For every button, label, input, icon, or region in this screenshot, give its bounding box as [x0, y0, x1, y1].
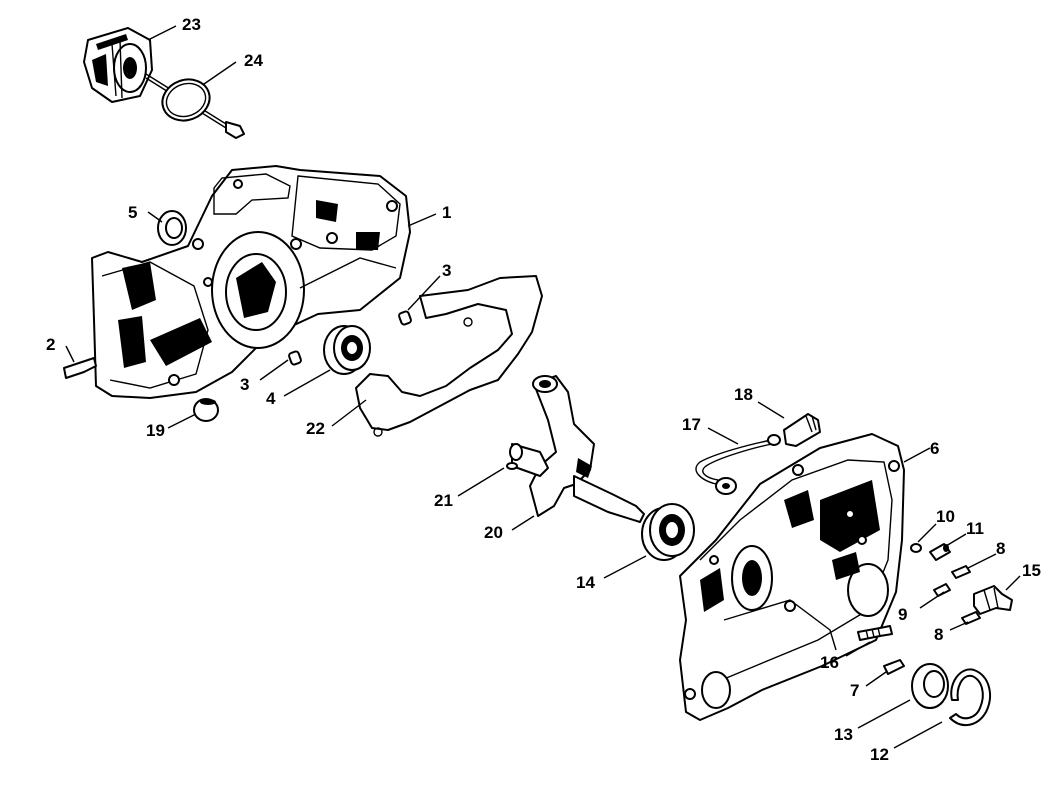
part-22-gasket[interactable] — [355, 275, 543, 437]
callout-16: 16 — [820, 653, 839, 672]
part-11-sleeve[interactable] — [929, 543, 951, 561]
part-21-pin[interactable] — [506, 462, 518, 470]
part-15-threaded-plug[interactable] — [973, 585, 1013, 615]
callout-9: 9 — [898, 605, 907, 624]
callout-10: 10 — [936, 507, 955, 526]
callout-12: 12 — [870, 745, 889, 764]
callout-8-lower: 8 — [934, 625, 943, 644]
part-16-screw[interactable] — [857, 625, 893, 641]
callout-18: 18 — [734, 385, 753, 404]
callout-17: 17 — [682, 415, 701, 434]
callout-23: 23 — [182, 15, 201, 34]
part-18-fitting[interactable] — [783, 413, 821, 447]
part-3-sleeve-upper[interactable] — [398, 310, 412, 326]
part-4-ball-bearing[interactable] — [323, 325, 371, 375]
part-1-crankcase-left[interactable] — [91, 165, 411, 399]
part-10-plug[interactable] — [910, 543, 922, 553]
callout-7: 7 — [850, 681, 859, 700]
part-17-oil-hose[interactable] — [695, 434, 781, 495]
callout-14: 14 — [576, 573, 595, 592]
part-13-oil-seal[interactable] — [911, 663, 949, 709]
callout-3-upper: 3 — [442, 261, 451, 280]
callout-20: 20 — [484, 523, 503, 542]
callout-13: 13 — [834, 725, 853, 744]
part-8-stud-lower[interactable] — [961, 611, 981, 625]
part-6-crankcase-right[interactable] — [679, 433, 905, 721]
callout-11: 11 — [966, 519, 984, 538]
callouts: 23 24 5 1 3 2 3 4 19 22 18 17 6 21 20 10… — [46, 15, 1041, 764]
callout-4: 4 — [266, 389, 276, 408]
part-7-stud[interactable] — [883, 659, 905, 675]
callout-3-lower: 3 — [240, 375, 249, 394]
callout-24: 24 — [244, 51, 263, 70]
callout-5: 5 — [128, 203, 137, 222]
part-24-o-ring-and-screw[interactable] — [157, 73, 245, 139]
part-8-stud-upper[interactable] — [951, 565, 971, 579]
callout-22: 22 — [306, 419, 325, 438]
callout-19: 19 — [146, 421, 165, 440]
part-19-plug[interactable] — [193, 398, 219, 422]
callout-6: 6 — [930, 439, 939, 458]
callout-2: 2 — [46, 335, 55, 354]
part-3-sleeve-lower[interactable] — [288, 350, 302, 366]
part-9-stud[interactable] — [933, 583, 951, 597]
leader-lines — [65, 25, 1021, 749]
callout-15: 15 — [1022, 561, 1041, 580]
part-23-oil-pump[interactable] — [83, 27, 227, 129]
part-5-oil-seal[interactable] — [157, 210, 187, 246]
part-12-circlip[interactable] — [949, 668, 991, 727]
part-20-crankshaft[interactable] — [509, 375, 645, 523]
callout-8-upper: 8 — [996, 539, 1005, 558]
part-14-ball-bearing[interactable] — [641, 503, 695, 561]
part-2-screw[interactable] — [63, 357, 97, 379]
callout-21: 21 — [434, 491, 453, 510]
callout-1: 1 — [442, 203, 451, 222]
